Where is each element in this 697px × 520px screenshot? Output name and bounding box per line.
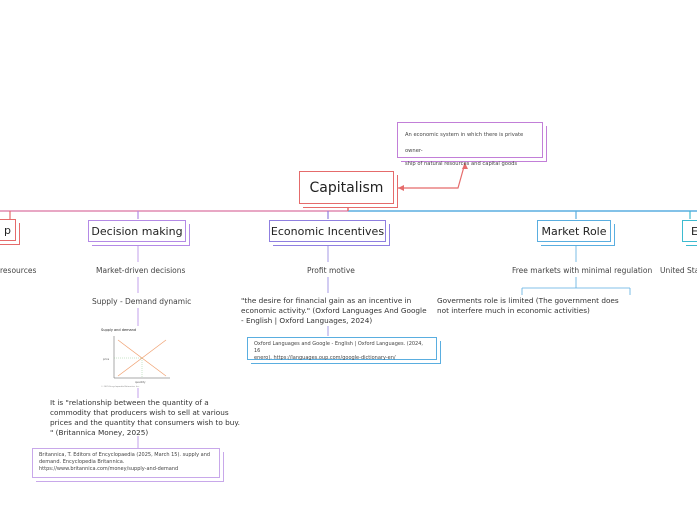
supply-demand-svg: Supply and demand price quantity © 2025 … bbox=[101, 328, 170, 388]
decision-ref-line: Britannica, T. Editors of Encyclopaedia … bbox=[39, 452, 211, 458]
decision-reference[interactable]: Britannica, T. Editors of Encyclopaedia … bbox=[32, 448, 220, 478]
incentives-quote-line: "the desire for financial gain as an inc… bbox=[241, 296, 412, 305]
branch-economic-incentives[interactable]: Economic Incentives bbox=[269, 220, 386, 242]
branch-examples[interactable]: E bbox=[682, 220, 697, 242]
branch-market-role-label: Market Role bbox=[541, 224, 607, 238]
market-sub-free-markets[interactable]: Free markets with minimal regulation bbox=[512, 266, 653, 275]
examples-sub: United Stat bbox=[660, 266, 697, 275]
incentives-quote[interactable]: "the desire for financial gain as an inc… bbox=[241, 296, 431, 326]
decision-ref-line: demand. Encyclopedia Britannica. bbox=[39, 459, 125, 465]
market-text[interactable]: Goverments role is limited (The governme… bbox=[437, 296, 627, 316]
decision-ref-line: https://www.britannica.com/money/supply-… bbox=[39, 466, 179, 472]
branch-economic-incentives-label: Economic Incentives bbox=[270, 224, 385, 238]
chart-caption: © 2025 Encyclopaedia Britannica, Inc. bbox=[101, 385, 140, 388]
decision-quote[interactable]: It is "relationship between the quantity… bbox=[50, 398, 240, 438]
chart-y-label: price bbox=[103, 357, 110, 361]
definition-line-1: An economic system in which there is pri… bbox=[405, 132, 524, 154]
branch-ownership[interactable]: p bbox=[0, 219, 16, 241]
central-topic-label: Capitalism bbox=[309, 179, 384, 196]
ownership-sub: resources bbox=[0, 266, 37, 275]
branch-decision-making-label: Decision making bbox=[91, 224, 183, 238]
decision-sub-market-driven[interactable]: Market-driven decisions bbox=[96, 266, 186, 275]
branch-market-role[interactable]: Market Role bbox=[537, 220, 611, 242]
incentives-ref-line: enero). https://languages.oup.com/google… bbox=[254, 355, 396, 361]
supply-demand-chart: Supply and demand price quantity © 2025 … bbox=[100, 326, 176, 388]
incentives-reference[interactable]: Oxford Languages and Google - English | … bbox=[247, 337, 437, 361]
definition-box[interactable]: An economic system in which there is pri… bbox=[397, 122, 543, 167]
decision-sub-supply-demand[interactable]: Supply - Demand dynamic bbox=[92, 297, 192, 306]
incentives-quote-line: economic activity." (Oxford Languages An… bbox=[241, 306, 427, 315]
branch-decision-making[interactable]: Decision making bbox=[88, 220, 186, 242]
decision-quote-line: commodity that producers wish to sell at… bbox=[50, 408, 229, 417]
definition-line-2: ship of natural resources and capital go… bbox=[405, 161, 518, 167]
market-text-line: not interfere much in economic activitie… bbox=[437, 306, 590, 315]
decision-quote-line: It is "relationship between the quantity… bbox=[50, 398, 209, 407]
incentives-sub-profit-motive[interactable]: Profit motive bbox=[307, 266, 355, 275]
chart-x-label: quantity bbox=[135, 380, 146, 384]
incentives-ref-line: Oxford Languages and Google - English | … bbox=[254, 341, 424, 354]
incentives-quote-line: - English | Oxford Languages, 2024) bbox=[241, 316, 373, 325]
market-text-line: Goverments role is limited (The governme… bbox=[437, 296, 619, 305]
chart-title: Supply and demand bbox=[101, 328, 136, 332]
branch-examples-label: E bbox=[691, 224, 697, 238]
decision-quote-line: prices and the quantity that consumers w… bbox=[50, 418, 240, 427]
central-topic[interactable]: Capitalism bbox=[299, 171, 394, 204]
decision-quote-line: " (Britannica Money, 2025) bbox=[50, 428, 149, 437]
branch-ownership-label: p bbox=[4, 223, 11, 237]
